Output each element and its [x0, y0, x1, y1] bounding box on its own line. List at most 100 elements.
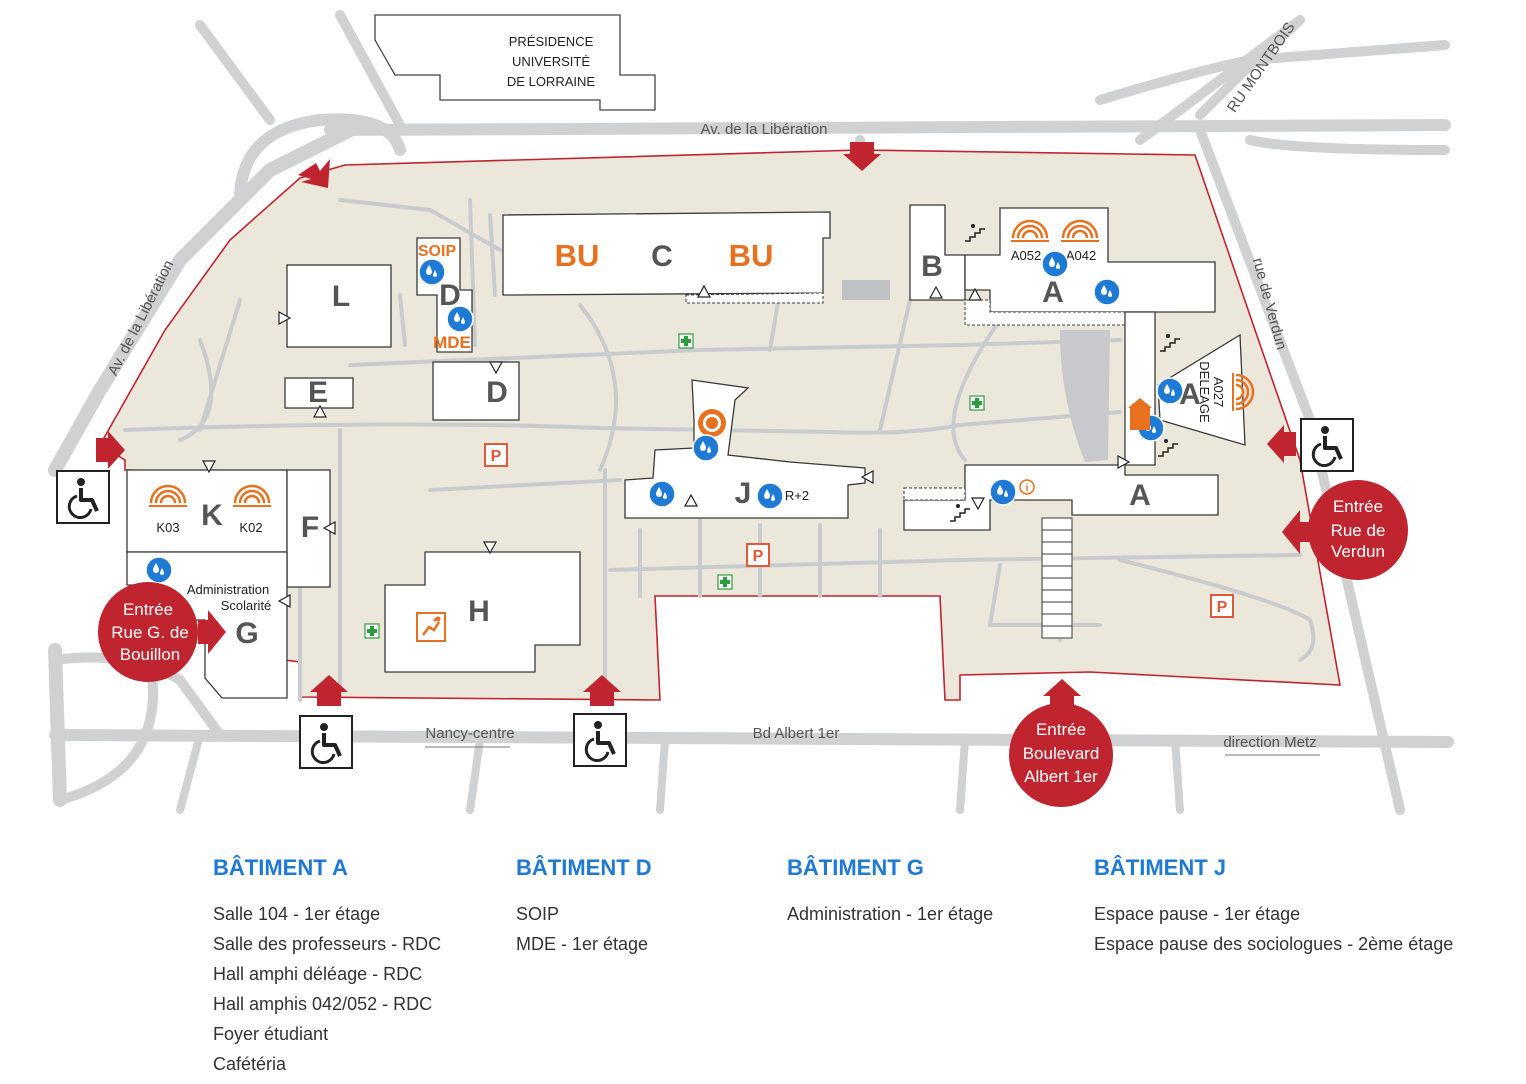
legend-item: Salle des professeurs - RDC: [213, 934, 442, 954]
building-a1-label: A: [1042, 276, 1064, 309]
deleage-label: DELEAGE: [1197, 361, 1212, 423]
a042-label: A042: [1066, 248, 1096, 263]
legend-title: BÂTIMENT A: [213, 855, 348, 880]
building-a-east[interactable]: DELEAGE A027 A: [1124, 311, 1255, 466]
legend-item: SOIP: [516, 904, 560, 924]
water-point-icon: [418, 258, 446, 286]
water-point-icon: [692, 434, 720, 462]
parking-2: P: [746, 543, 770, 567]
legend-item: Cafétéria: [213, 1054, 287, 1074]
k02-label: K02: [239, 520, 262, 535]
wheelchair-access-icon: [1299, 417, 1355, 473]
building-a2-label: A: [1179, 378, 1201, 411]
plaza: [842, 280, 1110, 462]
entrance-bouillon-line-3: Bouillon: [120, 645, 181, 664]
entrance-albert[interactable]: Entrée Boulevard Albert 1er: [1009, 703, 1113, 807]
legend-item: Salle 104 - 1er étage: [213, 904, 381, 924]
water-point-icon: [1041, 250, 1069, 278]
building-e-label: E: [308, 376, 328, 409]
water-point-icon: [989, 478, 1017, 506]
legend-item: Foyer étudiant: [213, 1024, 329, 1044]
building-l-label: L: [332, 280, 350, 313]
building-h-label: H: [468, 595, 490, 628]
entrance-arrow-top: [843, 142, 881, 171]
campus-paths: [123, 198, 1316, 702]
water-point-icon: [1093, 278, 1121, 306]
first-aid-icon: [717, 574, 733, 590]
bu-left-label: BU: [555, 238, 600, 273]
entrance-arrow-bottom-2: [583, 675, 621, 706]
building-d-north[interactable]: SOIP D MDE: [416, 237, 474, 353]
legend-item: MDE - 1er étage: [516, 934, 649, 954]
entrance-verdun[interactable]: Entrée Rue de Verdun: [1282, 480, 1408, 580]
entrance-albert-line-3: Albert 1er: [1024, 767, 1098, 786]
a052-label: A052: [1011, 248, 1041, 263]
first-aid-icon: [969, 395, 985, 411]
building-d-south[interactable]: D: [432, 361, 520, 421]
entrance-arrow-left: [96, 431, 125, 469]
entrance-arrow-right: [1267, 425, 1296, 463]
entrance-albert-line-2: Boulevard: [1023, 744, 1100, 763]
entrance-verdun-line-3: Verdun: [1331, 542, 1385, 561]
parking-1: P: [484, 443, 508, 467]
legend-item: Espace pause des sociologues - 2ème étag…: [1094, 934, 1454, 954]
building-k[interactable]: K03 K02 K: [126, 460, 288, 553]
legend-item: Hall amphi déléage - RDC: [213, 964, 423, 984]
water-point-icon: [1156, 377, 1184, 405]
building-f-label: F: [301, 511, 319, 544]
legend-title: BÂTIMENT G: [787, 855, 924, 880]
building-j-label: J: [735, 477, 752, 510]
legend-title: BÂTIMENT J: [1094, 855, 1226, 880]
building-a3-label: A: [1129, 479, 1151, 512]
water-point-icon: [648, 480, 676, 508]
presidence-line-1: PRÉSIDENCE: [509, 34, 594, 49]
legend-item: Hall amphis 042/052 - RDC: [213, 994, 433, 1014]
building-e[interactable]: E: [284, 376, 354, 418]
entrance-verdun-line-2: Rue de: [1331, 521, 1386, 540]
building-g-label: G: [235, 617, 258, 650]
wheelchair-access-icon: [572, 712, 628, 768]
building-k-label: K: [201, 499, 223, 532]
building-l[interactable]: L: [278, 264, 392, 348]
street-label-bottom: Bd Albert 1er: [753, 725, 840, 742]
bu-right-label: BU: [729, 238, 774, 273]
building-j[interactable]: J R+2: [624, 379, 874, 519]
legend-title: BÂTIMENT D: [516, 855, 652, 880]
building-f[interactable]: F: [286, 469, 336, 588]
k03-label: K03: [156, 520, 179, 535]
legend-building-j: BÂTIMENT J Espace pause - 1er étage Espa…: [1094, 855, 1453, 959]
entrance-verdun-line-1: Entrée: [1333, 497, 1383, 516]
entrance-bouillon-line-1: Entrée: [123, 600, 173, 619]
first-aid-icon: [678, 333, 694, 349]
water-point-icon: [756, 482, 784, 510]
building-b-label: B: [921, 250, 943, 283]
building-a-south[interactable]: A i: [903, 455, 1219, 639]
building-c-bu[interactable]: BU C BU: [502, 211, 831, 304]
mde-label: MDE: [433, 333, 471, 352]
parking-label: P: [753, 548, 764, 565]
building-d1-label: D: [439, 279, 461, 312]
legend-item: Espace pause - 1er étage: [1094, 904, 1301, 924]
legend-building-g: BÂTIMENT G Administration - 1er étage: [787, 855, 993, 929]
entrance-arrows: [96, 142, 1296, 710]
entrance-albert-line-1: Entrée: [1036, 720, 1086, 739]
street-label-metz: direction Metz: [1223, 734, 1316, 751]
campus-map: P PRÉSIDENCE U: [48, 10, 1454, 815]
legend-building-a: BÂTIMENT A Salle 104 - 1er étage Salle d…: [213, 855, 441, 1079]
street-label-nancy: Nancy-centre: [425, 725, 514, 742]
parking-label: P: [491, 448, 502, 465]
scolarite-label: Scolarité: [221, 598, 272, 613]
info-icon: [1019, 479, 1035, 495]
building-h[interactable]: H: [384, 541, 581, 673]
legend-building-d: BÂTIMENT D SOIP MDE - 1er étage: [516, 855, 652, 959]
entrance-arrow-bottom-1: [310, 675, 348, 706]
building-d2-label: D: [486, 376, 508, 409]
foyer-icon: [1128, 398, 1152, 430]
a027-label: A027: [1211, 377, 1226, 407]
entrance-bouillon-line-2: Rue G. de: [111, 623, 189, 642]
soip-label: SOIP: [418, 243, 457, 260]
first-aid-icon: [364, 623, 380, 639]
entrance-bouillon[interactable]: Entrée Rue G. de Bouillon: [98, 582, 226, 682]
entrance-arrow-topleft: [298, 159, 330, 188]
entrance-arrow-bottom-3: [1043, 679, 1081, 710]
